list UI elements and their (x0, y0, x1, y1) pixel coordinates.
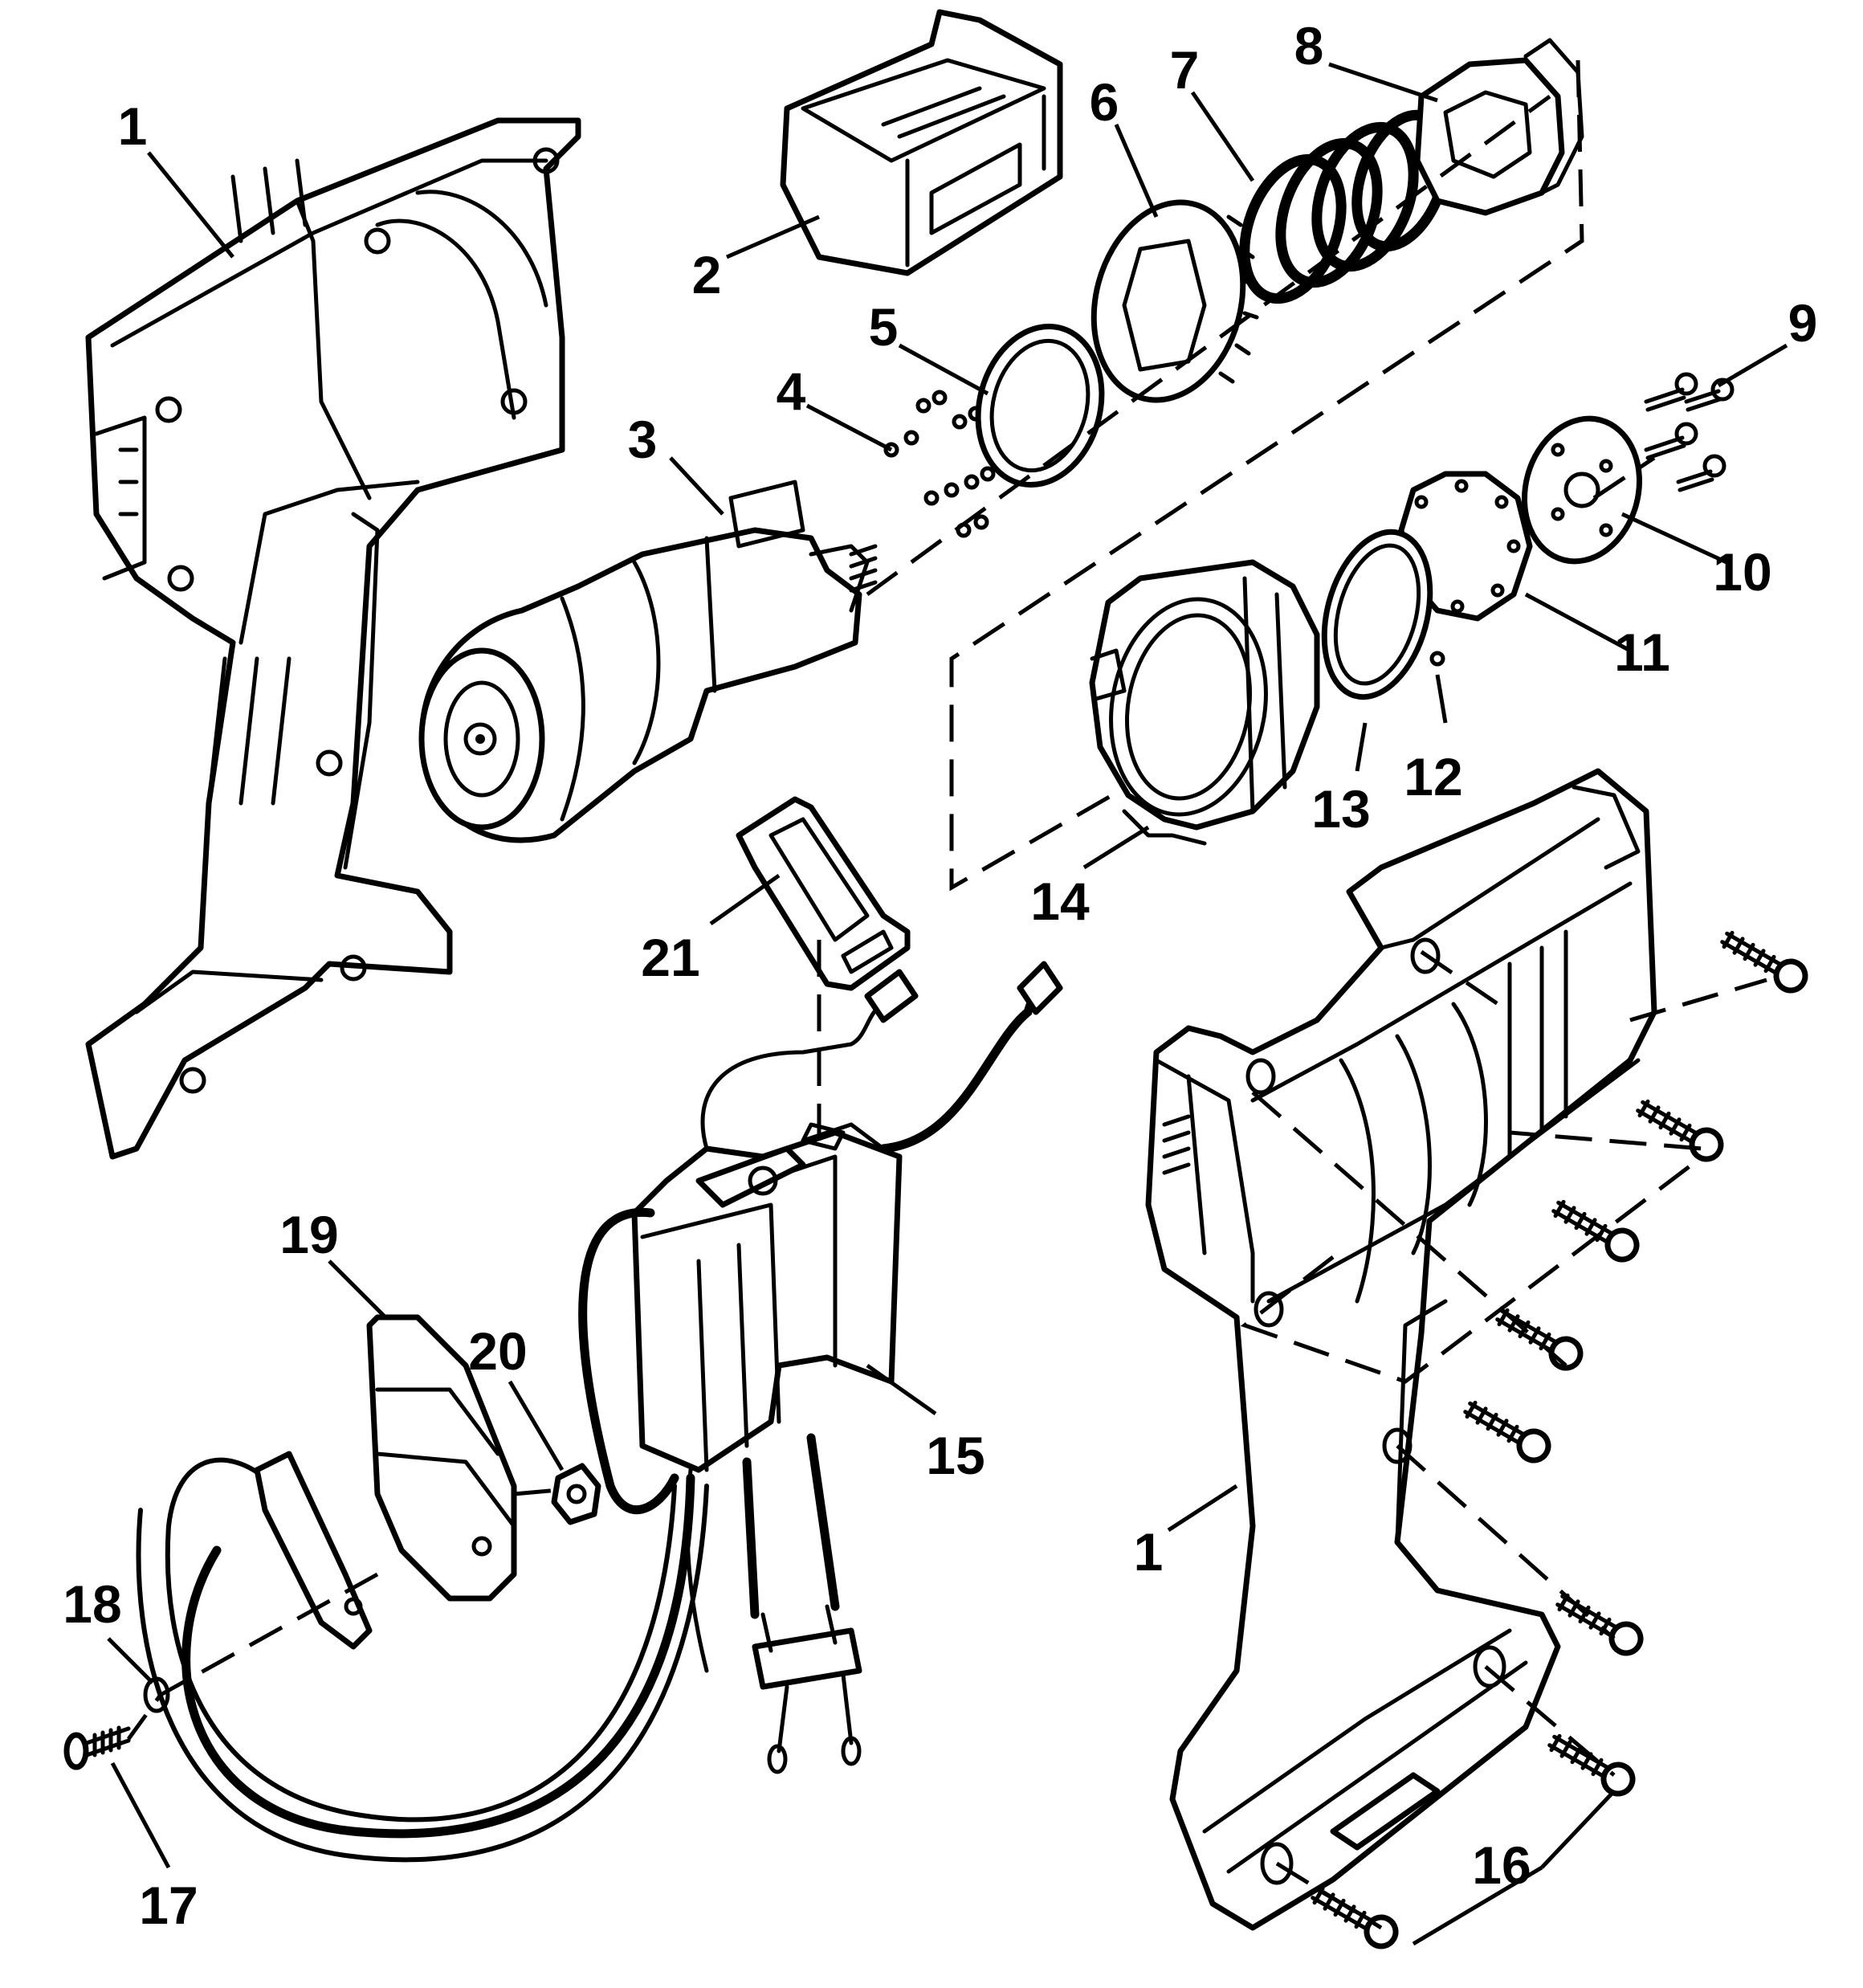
trigger-switch (631, 1122, 903, 1473)
small-washer (143, 1676, 170, 1713)
callout-16: 16 (1472, 1835, 1531, 1895)
assembly-lines (126, 59, 1767, 1930)
callout-13: 13 (1311, 779, 1370, 839)
callout-2: 2 (692, 245, 722, 304)
housing-screws (1311, 930, 1808, 1949)
callout-8: 8 (1294, 16, 1324, 76)
left-housing-half (85, 117, 581, 1160)
right-housing-half (1145, 768, 1657, 1931)
switch-wiring (578, 961, 1063, 1673)
callout-6: 6 (1090, 72, 1119, 132)
callout-4: 4 (777, 361, 806, 421)
hex-collar (1414, 38, 1584, 216)
small-screws (1644, 372, 1735, 492)
callout-12: 12 (1404, 747, 1462, 806)
callout-11: 11 (1614, 623, 1670, 682)
top-cover (780, 9, 1063, 276)
plate (1521, 415, 1643, 565)
terminal-connector (752, 1604, 862, 1774)
callout-21: 21 (641, 928, 699, 987)
callout-1-right: 1 (1134, 1522, 1164, 1582)
callout-9: 9 (1788, 293, 1818, 353)
o-ring (1321, 529, 1433, 700)
leader-lines (107, 62, 1788, 1946)
callout-labels: 1 2 3 4 5 6 7 8 9 10 11 12 13 14 15 16 1… (63, 16, 1817, 1935)
switch-lever (736, 796, 911, 991)
callout-1-left: 1 (118, 96, 148, 156)
gear-housing (1089, 559, 1320, 846)
callout-3: 3 (628, 410, 658, 469)
battery-terminal-block (366, 1314, 517, 1602)
motor (418, 480, 878, 843)
terminal-screw (63, 1725, 131, 1770)
callout-7: 7 (1170, 40, 1200, 100)
callout-14: 14 (1030, 872, 1090, 931)
battery-cable-loop (136, 1451, 709, 1863)
hex-nut (551, 1463, 601, 1525)
callout-15: 15 (926, 1426, 984, 1485)
steel-balls (883, 390, 996, 538)
callout-5: 5 (869, 297, 899, 357)
callout-20: 20 (468, 1321, 527, 1381)
callout-19: 19 (279, 1205, 338, 1264)
callout-18: 18 (63, 1574, 121, 1634)
callout-10: 10 (1713, 542, 1771, 602)
callout-17: 17 (139, 1876, 198, 1935)
